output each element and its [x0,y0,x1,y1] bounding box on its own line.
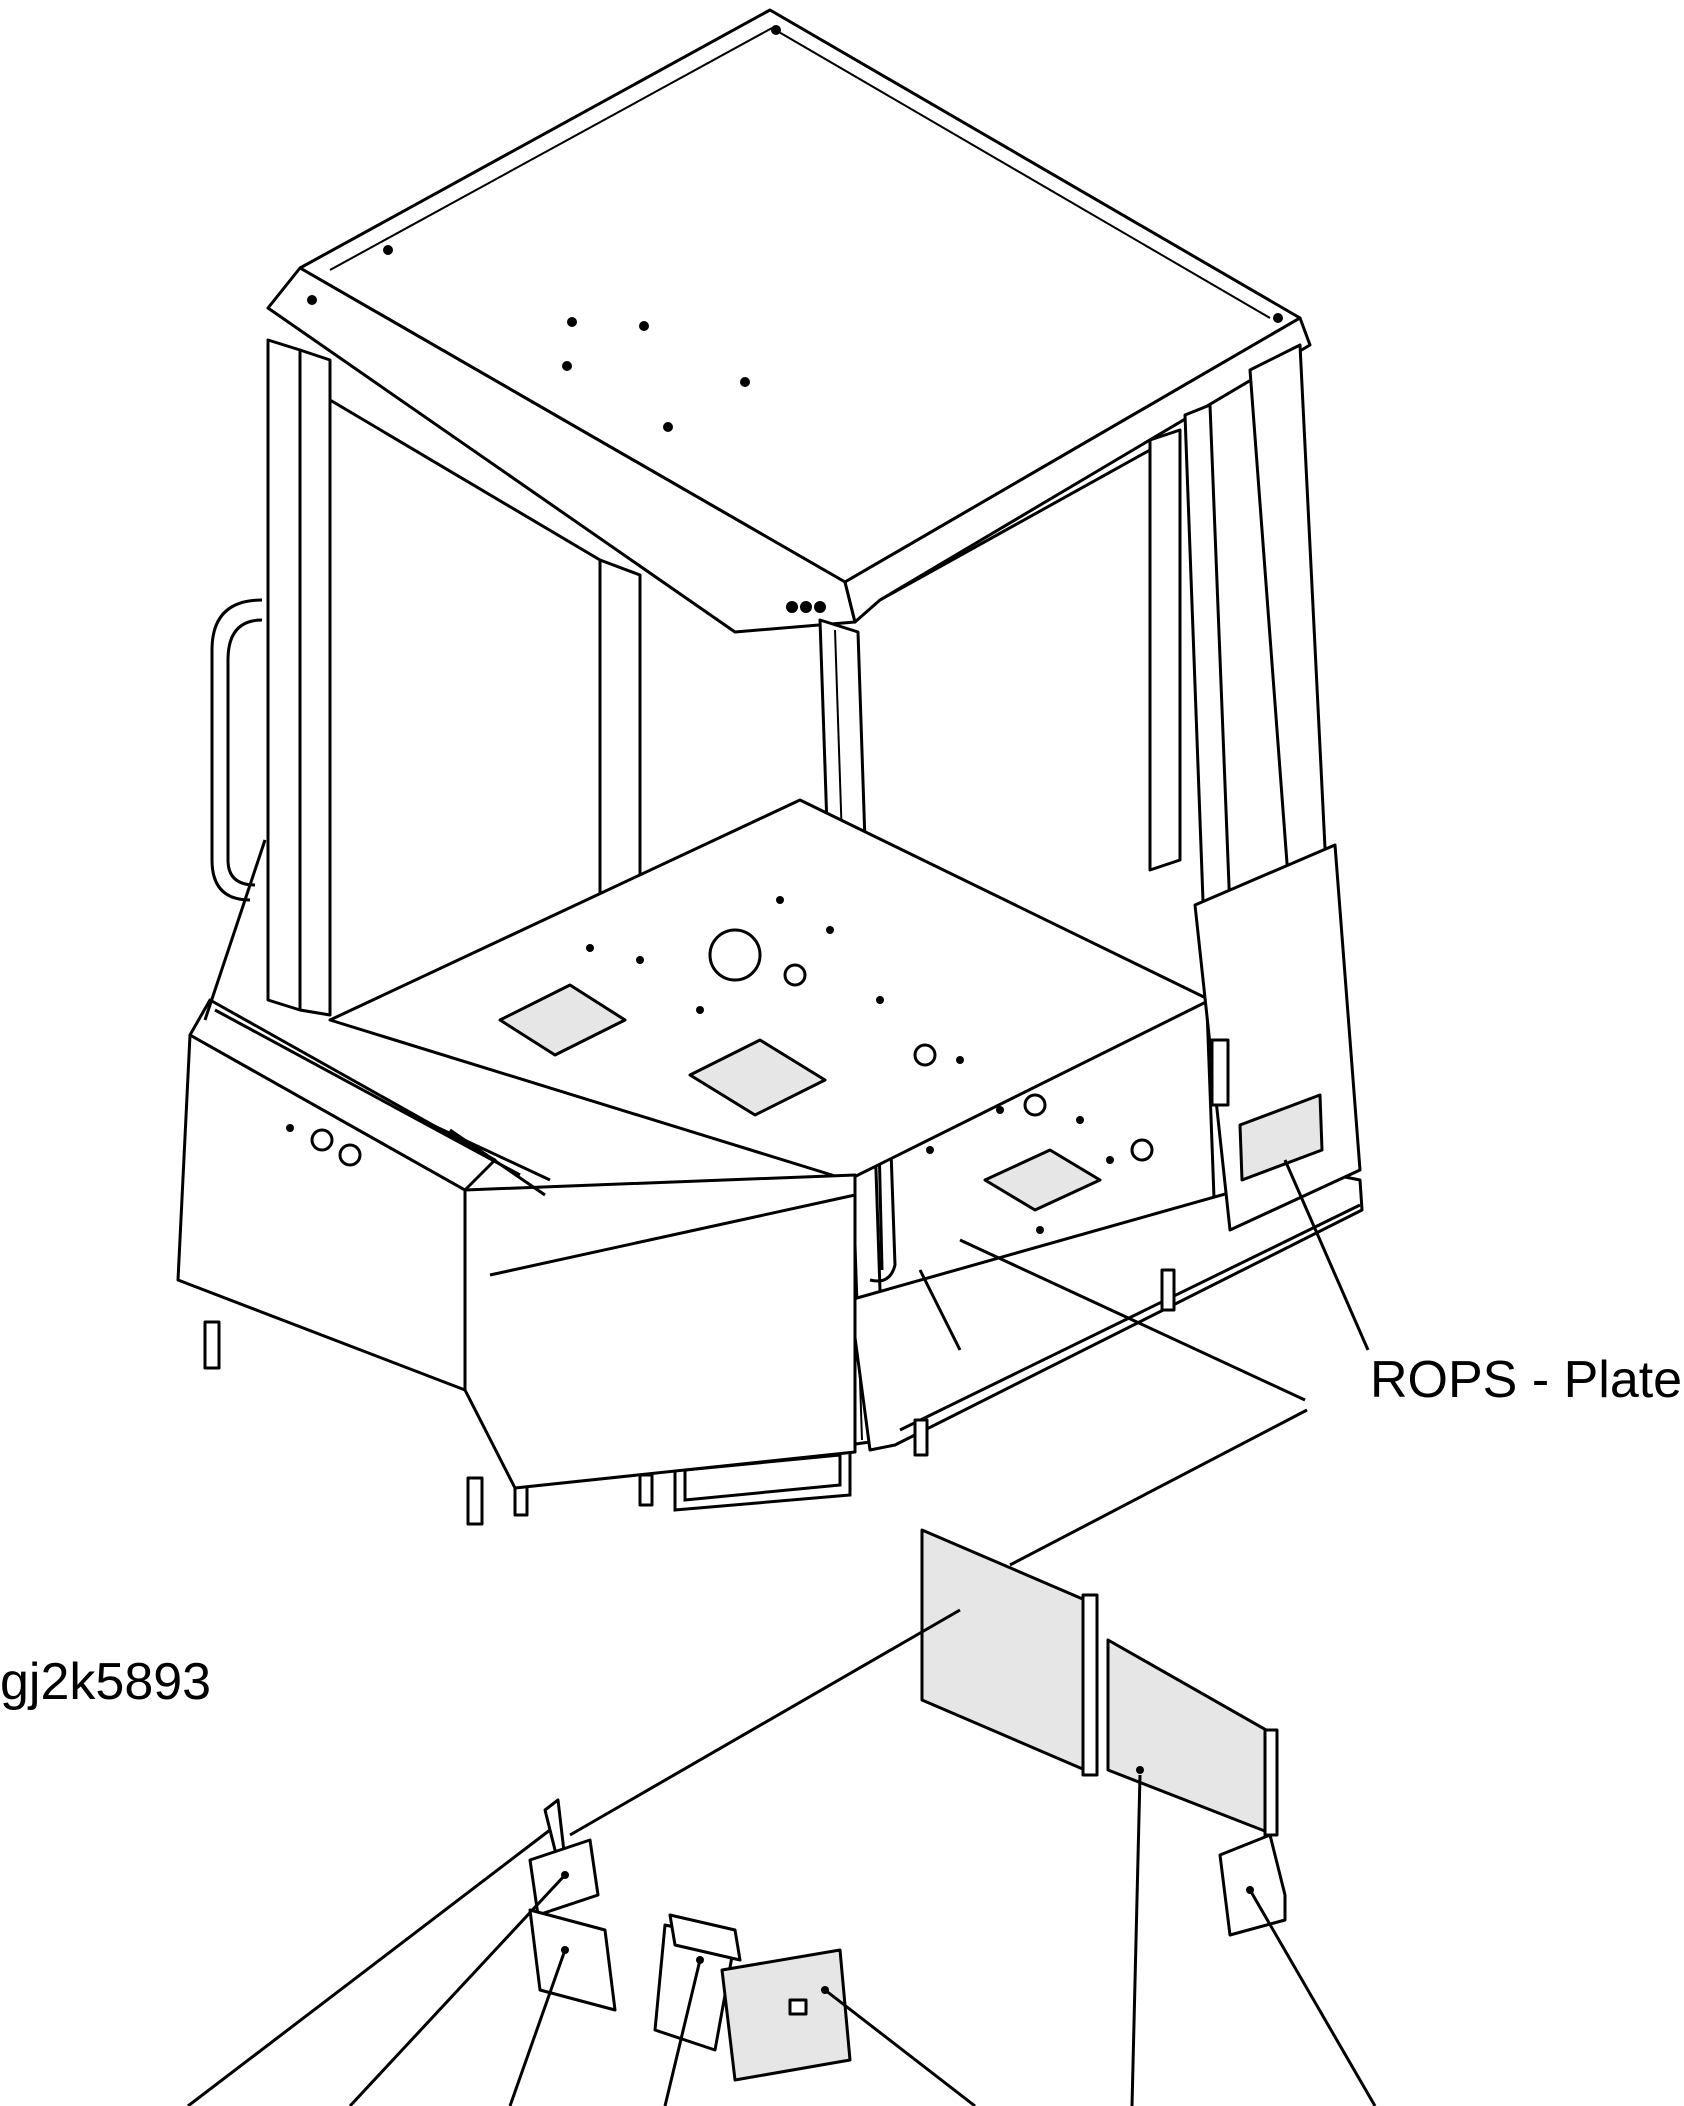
rear-panel-left [569,1408,1308,1837]
corner-panel-1 [187,1798,567,2106]
rops-plate-label: ROPS - Plate [1370,1351,1683,1409]
drawing-id-label: gj2k5893 [0,1653,212,1711]
floor-plate [328,798,1306,1402]
corner-panel-4 [653,1913,742,2106]
rear-panel-right [1106,1638,1279,2106]
side-panel-small [1218,1833,1377,2106]
front-console [176,839,857,1490]
corner-panel-5 [720,1948,976,2106]
corner-panel-3 [508,1908,617,2106]
rops-plate [1193,843,1370,1351]
roof [266,8,1312,634]
corner-panel-2 [348,1838,600,2106]
